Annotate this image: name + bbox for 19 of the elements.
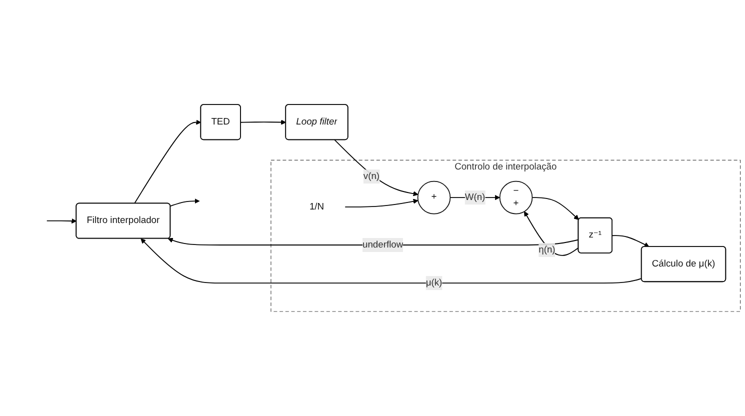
arrow — [612, 235, 650, 247]
arrow — [532, 197, 579, 220]
edge-label: v(n) — [363, 171, 380, 182]
node-circle: + — [417, 180, 451, 214]
edge-label: η(n) — [538, 244, 556, 255]
arrow — [168, 238, 579, 246]
edge-label: W(n) — [464, 192, 486, 202]
edge-label: μ(k) — [426, 278, 442, 288]
arrow — [344, 198, 418, 208]
arrow — [334, 139, 418, 196]
arrow — [140, 238, 642, 284]
arrow — [524, 211, 579, 256]
arrow — [46, 218, 77, 224]
arrow — [240, 120, 286, 125]
arrow — [134, 120, 202, 204]
node-text: 1/N — [309, 202, 324, 212]
edge-label: underflow — [362, 240, 404, 250]
node-circle: − + — [499, 180, 533, 214]
arrow — [170, 198, 200, 207]
